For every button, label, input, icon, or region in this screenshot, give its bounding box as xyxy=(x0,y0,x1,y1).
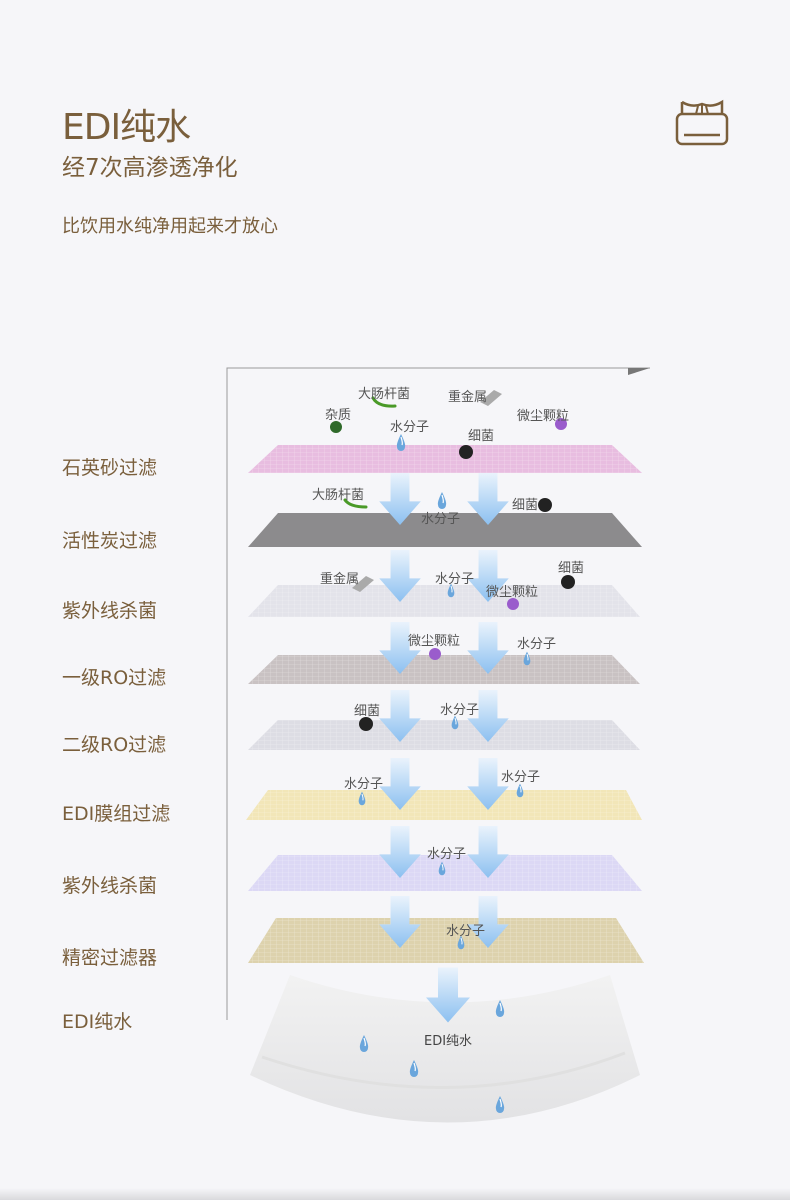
annotation-dust: 微尘颗粒 xyxy=(517,409,570,424)
page-title: EDI纯水 xyxy=(62,107,191,148)
frame-line xyxy=(226,367,650,1020)
bacteria-icons xyxy=(359,445,575,731)
annotation-bacteria: 细菌 xyxy=(354,704,381,719)
annotation-bacteria: 细菌 xyxy=(468,429,495,444)
annotation-dust: 微尘颗粒 xyxy=(408,634,461,649)
stage-label-uv-2: 紫外线杀菌 xyxy=(62,875,158,897)
annotation-heavy-metal: 重金属 xyxy=(320,572,360,587)
layer-uv-1 xyxy=(248,585,640,617)
annotation-bacteria: 细菌 xyxy=(512,498,539,513)
stage-label-precision-filter: 精密过滤器 xyxy=(62,947,158,969)
annotation-heavy-metal: 重金属 xyxy=(448,390,488,405)
annotation-water-molecule: 水分子 xyxy=(446,924,486,939)
annotation-edi-water: EDI纯水 xyxy=(424,1034,473,1049)
layer-activated-carbon xyxy=(248,513,642,547)
annotation-water-molecule: 水分子 xyxy=(344,777,384,792)
annotation-e-coli: 大肠杆菌 xyxy=(358,387,411,402)
tagline: 比饮用水纯净用起来才放心 xyxy=(62,216,278,237)
tissue-box-icon xyxy=(675,99,729,146)
stage-label-activated-carbon: 活性炭过滤 xyxy=(62,530,158,552)
annotation-water-molecule: 水分子 xyxy=(440,703,480,718)
heavy-metal-icons xyxy=(352,390,502,592)
annotation-water-molecule: 水分子 xyxy=(435,572,475,587)
layer-ro-1 xyxy=(248,655,640,684)
e-coli-icons xyxy=(343,396,397,509)
annotation-water-molecule: 水分子 xyxy=(517,637,557,652)
stage-label-ro-1: 一级RO过滤 xyxy=(62,667,167,689)
stage-label-ro-2: 二级RO过滤 xyxy=(62,734,167,756)
annotation-bacteria: 细菌 xyxy=(558,561,585,576)
stage-label-uv-1: 紫外线杀菌 xyxy=(62,600,158,622)
layer-edi-membrane xyxy=(246,790,642,820)
annotation-water-molecule: 水分子 xyxy=(501,770,541,785)
stage-label-quartz-sand: 石英砂过滤 xyxy=(62,457,158,479)
annotation-water-molecule: 水分子 xyxy=(390,420,430,435)
frame-arrowhead xyxy=(628,368,650,375)
impurity-icon xyxy=(330,421,342,433)
annotation-dust: 微尘颗粒 xyxy=(486,585,539,600)
annotation-e-coli: 大肠杆菌 xyxy=(312,488,365,503)
annotation-impurity: 杂质 xyxy=(325,408,352,423)
bottom-shade xyxy=(0,1188,790,1200)
layer-quartz-sand xyxy=(248,445,642,473)
annotation-water-molecule: 水分子 xyxy=(427,847,467,862)
layer-edi-water xyxy=(250,975,640,1123)
annotation-water-molecule: 水分子 xyxy=(421,512,461,527)
page-subtitle: 经7次高渗透净化 xyxy=(62,155,238,181)
stage-label-edi-water: EDI纯水 xyxy=(62,1011,133,1033)
stage-label-edi-membrane: EDI膜组过滤 xyxy=(62,803,171,825)
layer-precision-filter xyxy=(248,918,644,963)
dust-particle-icons xyxy=(429,418,567,660)
layer-ro-2 xyxy=(248,720,640,750)
